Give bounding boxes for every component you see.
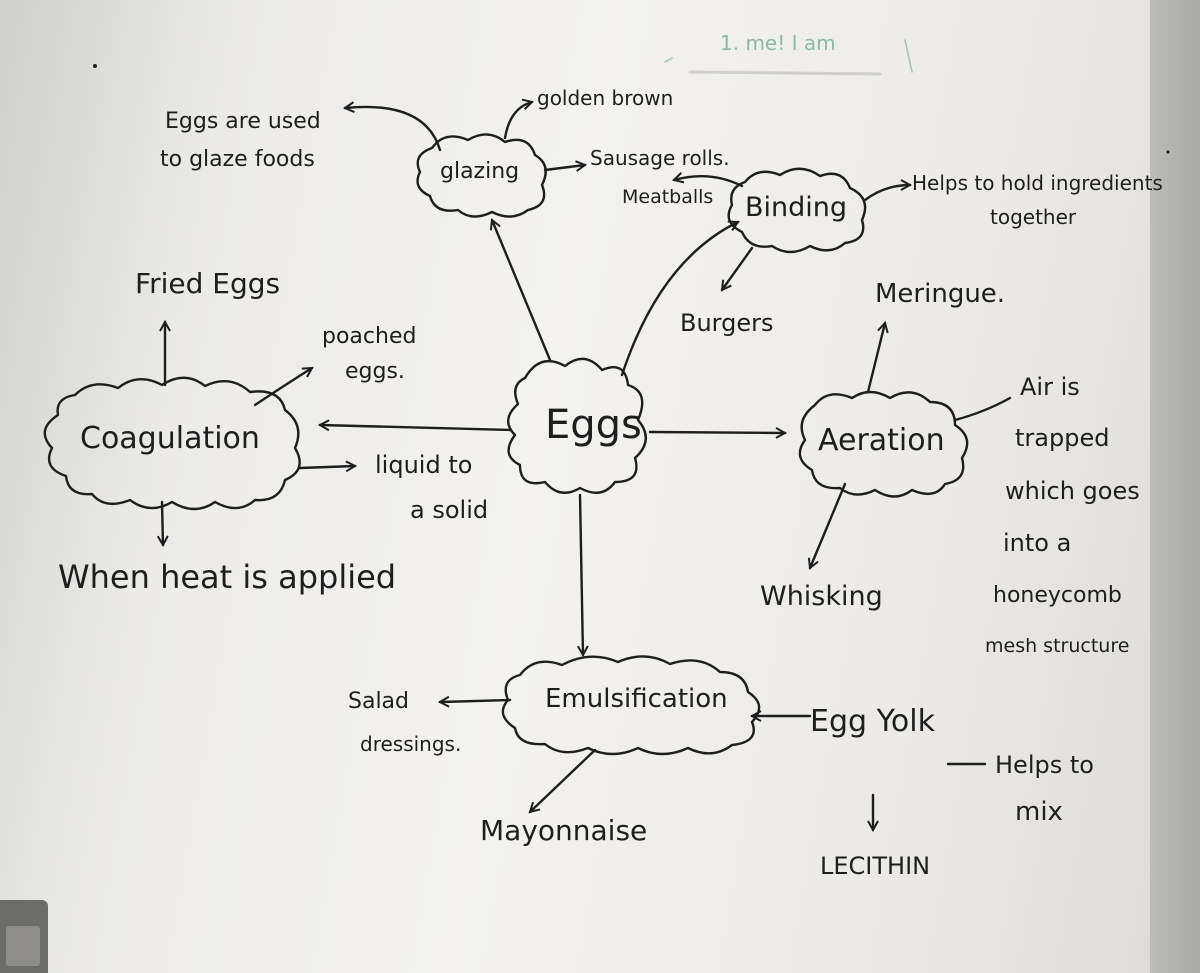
note-liquid-1: liquid to	[375, 451, 473, 479]
faint-green-note: 1. me! I am	[720, 31, 836, 55]
arrow-meringue	[866, 323, 885, 394]
arrow-golden-brown	[503, 102, 532, 140]
arrow-heat	[162, 500, 163, 545]
note-sausage-rolls: Sausage rolls.	[590, 146, 730, 170]
note-glaze-1: Eggs are used	[165, 109, 321, 134]
arrow-eggs-glazing	[492, 220, 552, 362]
note-poached-1: poached	[322, 324, 417, 349]
line-air-trapped	[953, 396, 1012, 422]
arrow-whisking	[810, 482, 847, 568]
arrow-helps-hold	[863, 185, 910, 202]
note-air-3: which goes	[1005, 477, 1140, 505]
note-whisking: Whisking	[760, 581, 883, 612]
note-golden-brown: golden brown	[537, 86, 674, 110]
arrow-salad	[440, 700, 512, 702]
note-heat: When heat is applied	[58, 558, 397, 596]
cloud-glazing	[416, 133, 547, 218]
wall-edge	[1150, 0, 1200, 973]
cloud-eggs	[507, 357, 647, 494]
arrow-burgers	[720, 246, 754, 290]
note-helps-mix-1: Helps to	[995, 751, 1094, 779]
note-air-6: mesh structure	[985, 635, 1130, 657]
arrow-liquid-solid	[298, 466, 355, 468]
note-mayonnaise: Mayonnaise	[480, 814, 648, 847]
node-coagulation: Coagulation	[80, 421, 260, 456]
node-glazing: glazing	[440, 159, 520, 184]
note-air-1: Air is	[1020, 373, 1080, 401]
note-helps-hold-2: together	[990, 205, 1077, 229]
cloud-emulsification	[501, 655, 761, 756]
cloud-coagulation	[43, 376, 301, 511]
arrow-mayonnaise	[530, 748, 597, 812]
eraser-tray	[6, 926, 40, 966]
arrow-sausage-rolls	[543, 165, 585, 170]
note-poached-2: eggs.	[345, 359, 405, 384]
arrow-eggs-emulsification	[580, 493, 583, 655]
note-glaze-2: to glaze foods	[160, 147, 315, 172]
node-binding: Binding	[745, 192, 848, 223]
arrow-glaze-uses	[345, 107, 442, 152]
note-liquid-2: a solid	[410, 496, 489, 524]
note-air-5: honeycomb	[993, 583, 1122, 608]
note-meringue: Meringue.	[875, 279, 1006, 309]
note-fried-eggs: Fried Eggs	[135, 267, 281, 300]
note-salad-2: dressings.	[360, 732, 462, 756]
cloud-aeration	[798, 390, 969, 498]
note-air-4: into a	[1003, 529, 1072, 557]
arrow-eggs-coagulation	[320, 425, 512, 432]
arrow-poached	[253, 366, 312, 407]
note-air-2: trapped	[1015, 424, 1110, 452]
note-meatballs: Meatballs	[622, 186, 714, 208]
arrow-eggs-aeration	[648, 432, 785, 433]
note-burgers: Burgers	[680, 309, 774, 337]
node-eggs: Eggs	[545, 402, 642, 448]
note-lecithin: LECITHIN	[820, 852, 931, 880]
arrow-meatballs	[674, 176, 744, 188]
note-egg-yolk: Egg Yolk	[810, 704, 935, 739]
note-helps-hold-1: Helps to hold ingredients	[912, 171, 1163, 195]
note-helps-mix-2: mix	[1015, 797, 1063, 827]
note-salad-1: Salad	[348, 689, 410, 714]
arrow-eggs-binding	[620, 222, 738, 377]
node-emulsification: Emulsification	[545, 684, 728, 714]
node-aeration: Aeration	[818, 423, 945, 458]
